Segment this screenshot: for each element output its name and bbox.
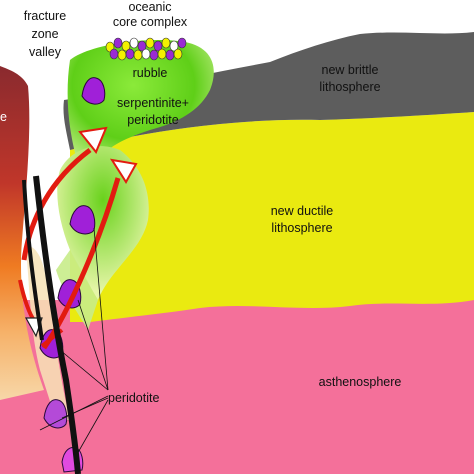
peridotite-leader-lines	[39, 227, 109, 457]
new-ductile-lithosphere-label: lithosphere	[271, 221, 332, 235]
serpentinite-peridotite-label: peridotite	[127, 113, 178, 127]
rubble-label: rubble	[133, 66, 168, 80]
oceanic-core-complex-label: oceanic	[128, 0, 171, 14]
new-brittle-lithosphere-label: lithosphere	[319, 80, 380, 94]
fault-line	[33, 175, 81, 474]
asthenosphere-layer	[0, 300, 474, 474]
fault-line	[22, 179, 44, 341]
new-brittle-lithosphere-label: new brittle	[322, 63, 379, 77]
serpentinite-body-upper	[67, 40, 214, 170]
new-ductile-lithosphere-label: new ductile	[271, 204, 334, 218]
peridotite-label: peridotite	[108, 391, 159, 405]
rubble-pile	[105, 37, 187, 61]
fracture-zone-valley-label: fracture	[24, 9, 66, 23]
peridotite-blob	[43, 399, 68, 429]
ductile-lithosphere-layer	[70, 112, 474, 322]
serpentinite-peridotite-label: serpentinite+	[117, 96, 189, 110]
fracture-zone-valley-label: valley	[29, 45, 62, 59]
fracture-zone-valley-label: zone	[31, 27, 58, 41]
peridotite-blob	[81, 77, 106, 105]
flow-arrow	[21, 126, 108, 261]
oceanic-core-complex-label: core complex	[113, 15, 188, 29]
fracture-zone-hot-wall	[0, 66, 44, 400]
asthenosphere-label: asthenosphere	[319, 375, 402, 389]
peridotite-blob	[69, 205, 96, 235]
left-edge-fragment-label: e	[0, 110, 7, 124]
flow-arrow	[41, 158, 138, 350]
